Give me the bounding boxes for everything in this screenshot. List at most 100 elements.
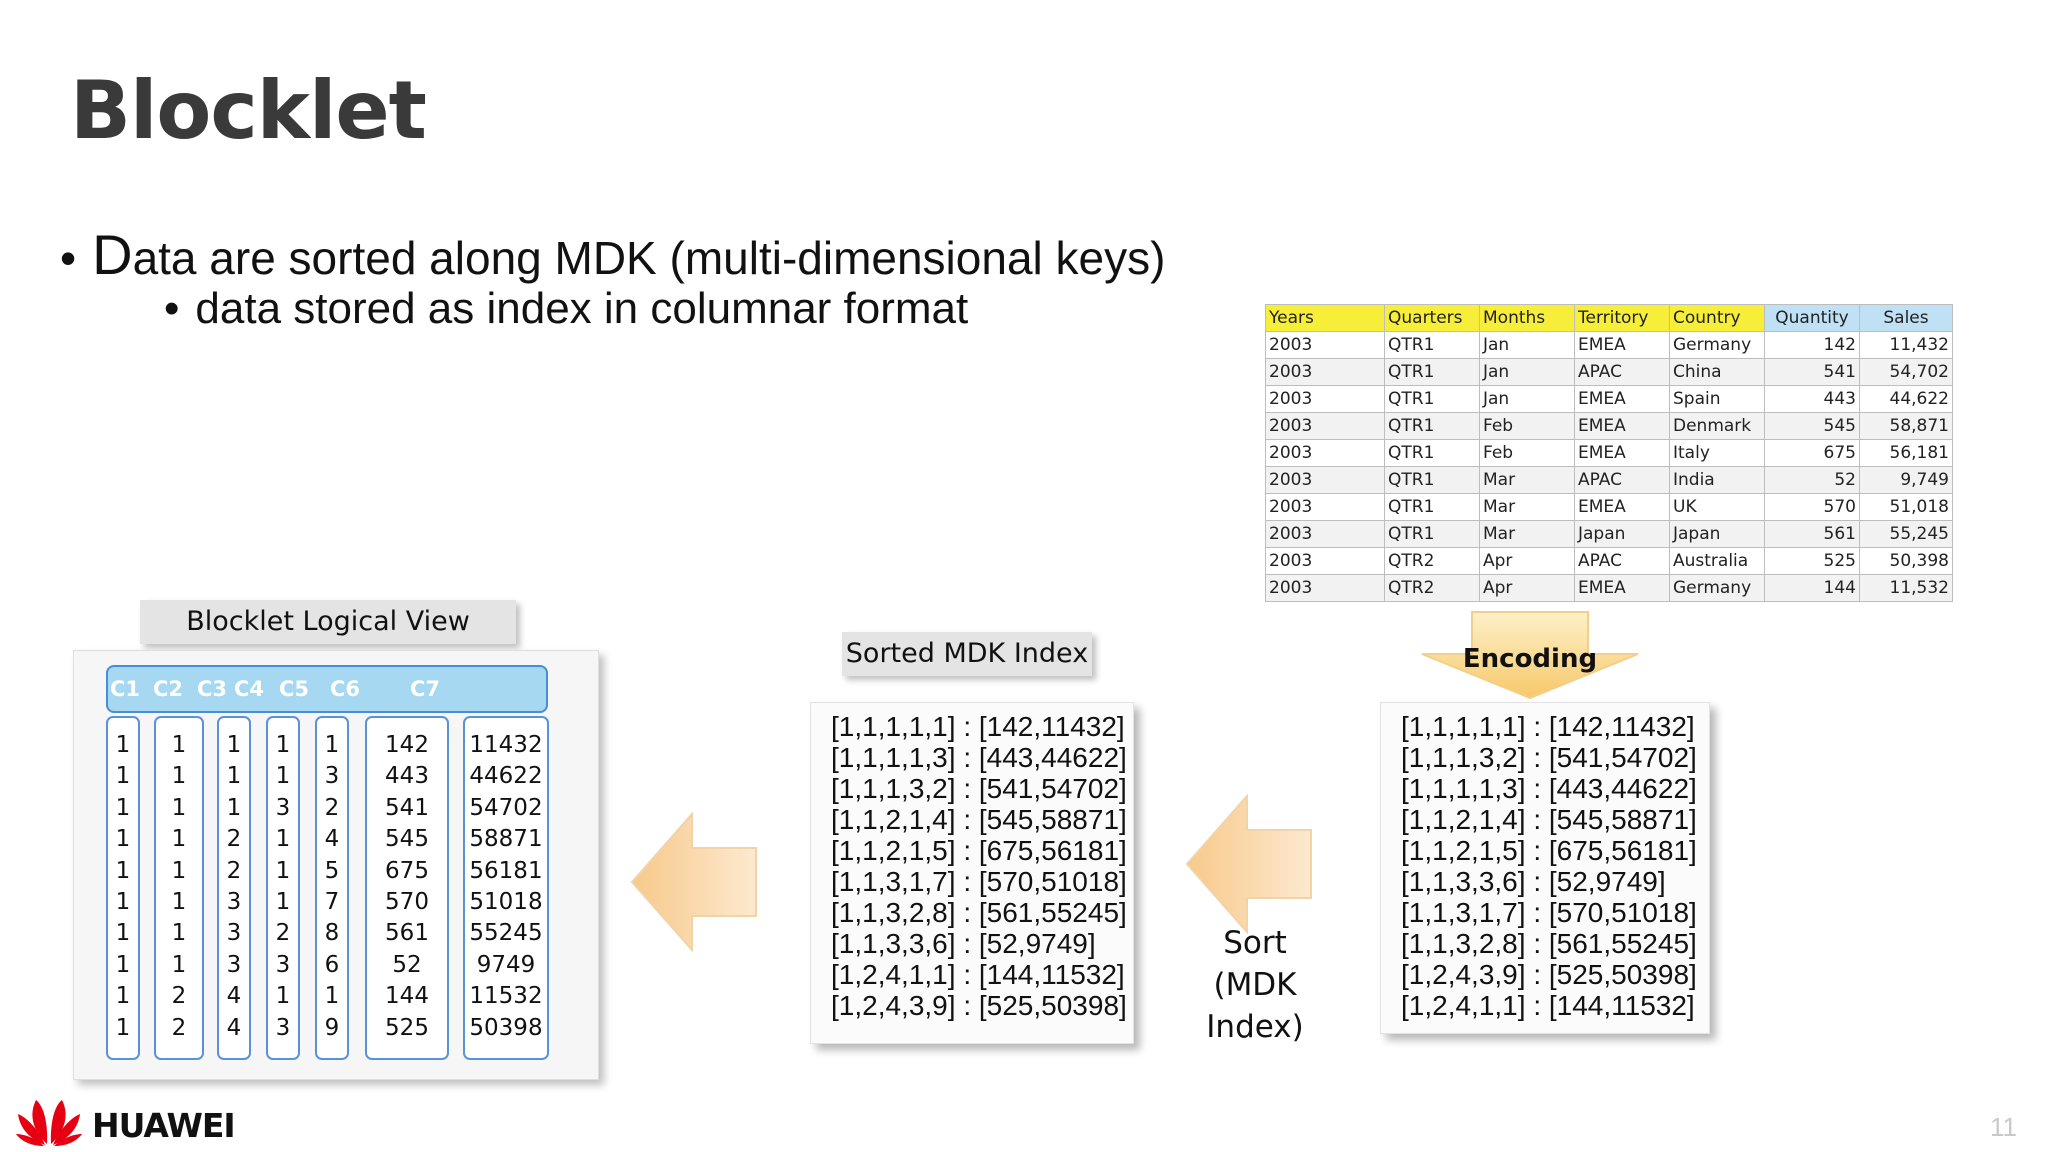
sorted-index-line: [1,2,4,3,9] : [525,50398] bbox=[831, 990, 1127, 1021]
logical-view-cell: 1 bbox=[115, 857, 131, 884]
table-cell: 2003 bbox=[1265, 520, 1385, 548]
logical-view-header-cell: C6 bbox=[330, 677, 361, 701]
table-cell: QTR1 bbox=[1384, 385, 1480, 413]
logical-view-cell: 2 bbox=[226, 857, 242, 884]
logical-view-label: Blocklet Logical View bbox=[140, 600, 516, 644]
table-cell: 2003 bbox=[1265, 331, 1385, 359]
logical-view-cell: 1 bbox=[275, 888, 291, 915]
table-cell: 2003 bbox=[1265, 358, 1385, 386]
table-cell: 570 bbox=[1764, 493, 1860, 521]
logical-view-cell: 1 bbox=[275, 732, 291, 758]
encoded-index-line: [1,1,2,1,5] : [675,56181] bbox=[1401, 835, 1697, 866]
logical-view-cell: 3 bbox=[275, 794, 291, 821]
table-cell: Germany bbox=[1669, 331, 1765, 359]
table-cell: Denmark bbox=[1669, 412, 1765, 440]
table-cell: 58,871 bbox=[1859, 412, 1953, 440]
sorted-index-line: [1,1,2,1,5] : [675,56181] bbox=[831, 835, 1127, 866]
table-cell: 51,018 bbox=[1859, 493, 1953, 521]
to-logical-view-arrow bbox=[630, 812, 757, 952]
table-cell: Mar bbox=[1479, 493, 1575, 521]
logical-view-cell: 3 bbox=[324, 763, 340, 790]
logical-view-cell: 144 bbox=[385, 983, 429, 1010]
table-cell: QTR1 bbox=[1384, 466, 1480, 494]
logical-view-cell: 4 bbox=[226, 983, 242, 1010]
table-cell: 50,398 bbox=[1859, 547, 1953, 575]
table-cell: 11,532 bbox=[1859, 574, 1953, 602]
logical-view-cell: 570 bbox=[385, 888, 429, 915]
logical-view-cell: 1 bbox=[226, 794, 242, 821]
table-cell: EMEA bbox=[1574, 412, 1670, 440]
table-cell: 55,245 bbox=[1859, 520, 1953, 548]
table-cell: Germany bbox=[1669, 574, 1765, 602]
logical-view-cell: 675 bbox=[385, 857, 429, 884]
table-cell: Japan bbox=[1669, 520, 1765, 548]
table-cell: QTR1 bbox=[1384, 331, 1480, 359]
sort-label: Sort (MDK Index) bbox=[1206, 925, 1304, 1045]
encoded-index-line: [1,1,3,3,6] : [52,9749] bbox=[1401, 866, 1666, 897]
sorted-index-label: Sorted MDK Index bbox=[842, 632, 1092, 676]
table-header-cell: Territory bbox=[1574, 304, 1670, 332]
logical-view-cell: 1 bbox=[115, 732, 131, 758]
table-cell: Apr bbox=[1479, 574, 1575, 602]
logical-view-cell: 6 bbox=[324, 951, 340, 978]
table-cell: QTR1 bbox=[1384, 439, 1480, 467]
logical-view-cell: 142 bbox=[385, 732, 429, 758]
logical-view-cell: 51018 bbox=[469, 888, 543, 915]
logical-view-cell: 3 bbox=[226, 888, 242, 915]
logical-view-cell: 541 bbox=[385, 794, 429, 821]
encoded-index-line: [1,1,1,1,1] : [142,11432] bbox=[1401, 711, 1695, 742]
logical-view-cell: 3 bbox=[226, 951, 242, 978]
table-cell: 443 bbox=[1764, 385, 1860, 413]
logical-view-header-cell: C5 bbox=[279, 677, 310, 701]
table-cell: 2003 bbox=[1265, 493, 1385, 521]
table-header-cell: Years bbox=[1265, 304, 1385, 332]
table-cell: 9,749 bbox=[1859, 466, 1953, 494]
table-cell: 2003 bbox=[1265, 412, 1385, 440]
logical-view-header-cell: C7 bbox=[410, 677, 441, 701]
logical-view-cell: 1 bbox=[275, 983, 291, 1010]
logical-view-cell: 3 bbox=[275, 1014, 291, 1041]
table-cell: 52 bbox=[1764, 466, 1860, 494]
table-cell: 144 bbox=[1764, 574, 1860, 602]
table-header-cell: Country bbox=[1669, 304, 1765, 332]
logical-view-cell: 4 bbox=[226, 1014, 242, 1041]
table-cell: 44,622 bbox=[1859, 385, 1953, 413]
logical-view-cell: 1 bbox=[324, 983, 340, 1010]
table-cell: Jan bbox=[1479, 385, 1575, 413]
table-cell: 2003 bbox=[1265, 466, 1385, 494]
sorted-index-line: [1,1,1,1,1] : [142,11432] bbox=[831, 711, 1125, 742]
table-cell: QTR1 bbox=[1384, 358, 1480, 386]
table-cell: EMEA bbox=[1574, 439, 1670, 467]
table-cell: APAC bbox=[1574, 466, 1670, 494]
logical-view-cell: 1 bbox=[171, 951, 187, 978]
table-cell: China bbox=[1669, 358, 1765, 386]
encoding-arrow bbox=[1421, 611, 1639, 700]
table-cell: Feb bbox=[1479, 439, 1575, 467]
logical-view-cell: 56181 bbox=[469, 857, 543, 884]
encoded-index-line: [1,2,4,1,1] : [144,11532] bbox=[1401, 990, 1695, 1021]
table-cell: 2003 bbox=[1265, 547, 1385, 575]
logical-view-cell: 545 bbox=[385, 826, 429, 853]
logical-view-cell: 5 bbox=[324, 857, 340, 884]
logical-view-cell: 1 bbox=[171, 857, 187, 884]
table-cell: Australia bbox=[1669, 547, 1765, 575]
table-header-cell: Months bbox=[1479, 304, 1575, 332]
table-cell: Mar bbox=[1479, 520, 1575, 548]
table-cell: 11,432 bbox=[1859, 331, 1953, 359]
logical-view-cell: 1 bbox=[115, 794, 131, 821]
logo-text: HUAWEI bbox=[92, 1106, 236, 1145]
logical-view-cell: 55245 bbox=[469, 920, 543, 947]
table-cell: QTR1 bbox=[1384, 520, 1480, 548]
sorted-index-box: [1,1,1,1,1] : [142,11432][1,1,1,1,3] : [… bbox=[810, 702, 1134, 1044]
